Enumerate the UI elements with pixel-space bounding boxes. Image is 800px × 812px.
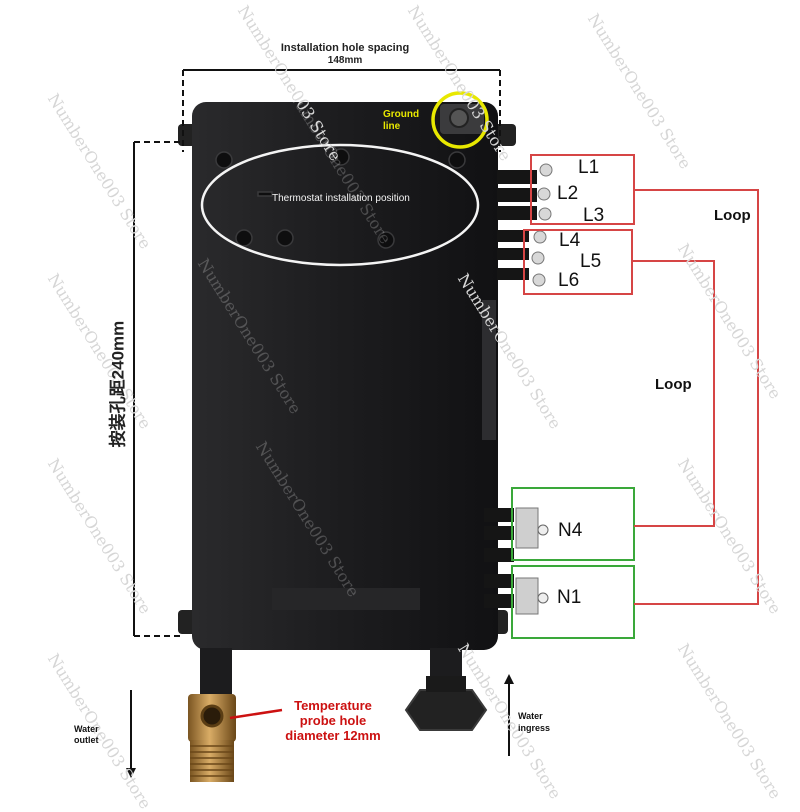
terminal-box-n1 — [511, 565, 635, 639]
dimension-value-148: 148mm — [327, 55, 363, 66]
ground-highlight-circle — [431, 91, 489, 149]
top-dimension — [182, 69, 501, 152]
line-terminal-lugs — [497, 163, 553, 287]
ground-screw — [440, 104, 484, 134]
loop-label-inner: Loop — [655, 376, 692, 393]
thermostat-studs — [215, 148, 466, 249]
dimension-value-240: 按装孔距240mm — [108, 320, 128, 448]
thermostat-highlight — [200, 143, 480, 267]
probe-pointer — [229, 708, 283, 720]
terminal-label-l4: L4 — [559, 230, 581, 251]
loop-label-outer: Loop — [714, 207, 751, 224]
inlet-arrow — [504, 674, 514, 756]
dimension-title: Installation hole spacing — [280, 42, 410, 54]
water-outlet-label: Water outlet — [74, 724, 99, 745]
water-ingress-label: Water ingress — [518, 711, 551, 733]
terminal-label-n1: N1 — [557, 587, 582, 608]
terminal-label-l6: L6 — [558, 270, 580, 291]
terminal-label-l5: L5 — [580, 251, 602, 272]
outlet-arrow — [126, 690, 136, 778]
loop-wire-outer — [634, 189, 759, 605]
thermostat-label: Thermostat installation position — [272, 193, 410, 204]
ground-line-label: Ground line — [383, 109, 420, 132]
loop-wire-inner — [632, 260, 715, 527]
heater-body — [192, 102, 498, 650]
water-outlet-fitting — [188, 694, 236, 782]
terminal-label-l2: L2 — [557, 183, 579, 204]
side-dimension — [133, 141, 184, 637]
outlet-pipe — [200, 648, 232, 700]
neutral-terminal-lugs — [484, 507, 549, 615]
terminal-label-l3: L3 — [583, 205, 605, 226]
probe-hole-label: Temperature probe hole diameter 12mm — [285, 698, 381, 743]
water-inlet-nut — [404, 676, 488, 731]
terminal-label-l1: L1 — [578, 157, 600, 178]
terminal-label-n4: N4 — [558, 520, 583, 541]
terminal-box-n4 — [511, 487, 635, 561]
